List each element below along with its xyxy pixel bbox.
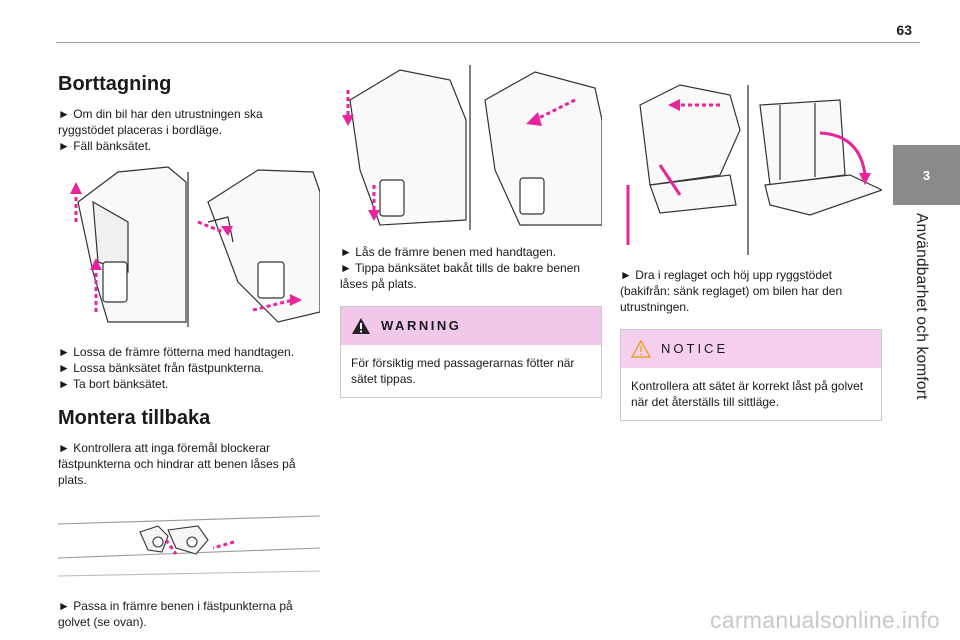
step-text: Passa in främre benen i fästpunkterna på… xyxy=(58,598,320,630)
warning-box: WARNING För försiktig med passagerarnas … xyxy=(340,306,602,398)
section-heading-refit: Montera tillbaka xyxy=(58,407,211,429)
notice-text: Kontrollera att sätet är korrekt låst på… xyxy=(631,379,864,409)
column-1: Borttagning Om din bil har den utrustnin… xyxy=(57,62,321,630)
warning-title: WARNING xyxy=(381,318,462,333)
pink-arrow-icon xyxy=(164,539,235,555)
backrest-raise-illustration xyxy=(626,84,884,255)
warning-triangle-icon xyxy=(352,318,370,334)
step-text: Dra i reglaget och höj upp ryggstödet (b… xyxy=(620,267,882,315)
step-text: Tippa bänksätet bakåt tills de bakre ben… xyxy=(340,260,602,292)
pink-arrow-icon xyxy=(626,103,867,245)
pink-arrow-icon xyxy=(346,90,576,210)
step-text: Lossa bänksätet från fästpunkterna. xyxy=(58,360,320,376)
pink-arrow-icon xyxy=(74,192,294,312)
warning-header: WARNING xyxy=(341,307,601,345)
notice-triangle-icon xyxy=(631,340,651,358)
chapter-tab[interactable]: 3 xyxy=(893,145,960,205)
step-text: Kontrollera att inga föremål blockerar f… xyxy=(58,440,320,488)
notice-box: NOTICE Kontrollera att sätet är korrekt … xyxy=(620,329,882,421)
step-text: Ta bort bänksätet. xyxy=(58,376,320,392)
seat-locking-illustration xyxy=(342,65,603,230)
step-text: Lås de främre benen med handtagen. xyxy=(340,244,602,260)
warning-text: För försiktig med passagerarnas fötter n… xyxy=(351,356,575,386)
step-text: Fäll bänksätet. xyxy=(58,138,320,154)
column-2: Lås de främre benen med handtagen. Tippa… xyxy=(340,60,603,398)
seat-removal-illustration xyxy=(70,166,321,327)
page-number: 63 xyxy=(896,22,912,38)
anchor-point-illustration xyxy=(57,515,321,577)
column-3: Dra i reglaget och höj upp ryggstödet (b… xyxy=(620,75,884,421)
chapter-title: Användbarhet och komfort xyxy=(913,213,930,400)
step-text: Om din bil har den utrustningen ska rygg… xyxy=(58,106,320,138)
section-heading-removal: Borttagning xyxy=(58,73,172,95)
notice-header: NOTICE xyxy=(621,330,881,368)
notice-title: NOTICE xyxy=(661,341,729,356)
step-text: Lossa de främre fötterna med handtagen. xyxy=(58,344,320,360)
watermark: carmanualsonline.info xyxy=(709,607,940,633)
seat-illustration-left xyxy=(77,166,189,327)
header-rule xyxy=(56,42,920,43)
seat-illustration-right xyxy=(207,169,321,323)
